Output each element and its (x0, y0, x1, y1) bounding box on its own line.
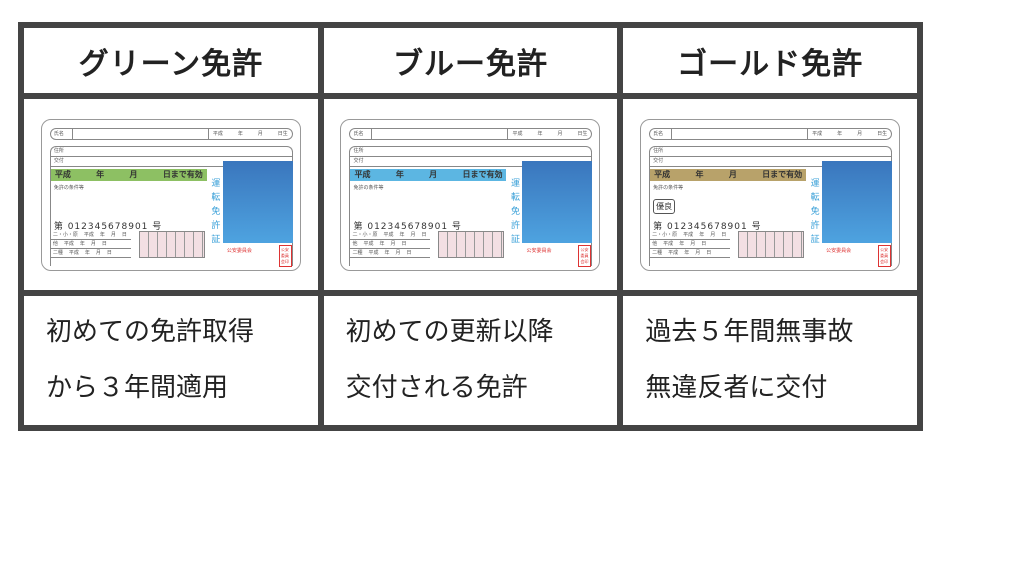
validity-band: 平成年月日まで有効 (50, 168, 207, 181)
license-card-cell: 氏名平成年月日生 住所 交付 平成年月日まで有効 免許の条件等 第 012345… (18, 93, 324, 296)
license-card-cell: 氏名平成年月日生 住所 交付 平成年月日まで有効 免許の条件等 優良 第 012… (617, 93, 923, 296)
column-header: ゴールド免許 (617, 22, 923, 99)
description-cell: 初めての免許取得から３年間適用 (18, 290, 324, 431)
photo-placeholder (822, 160, 893, 243)
description-line: 交付される免許 (345, 373, 528, 403)
validity-band: 平成年月日まで有効 (650, 168, 807, 181)
description-line: 無違反者に交付 (645, 373, 828, 403)
license-card-cell: 氏名平成年月日生 住所 交付 平成年月日まで有効 免許の条件等 第 012345… (317, 93, 624, 296)
column-header: グリーン免許 (18, 22, 324, 99)
description-cell: 過去５年間無事故無違反者に交付 (617, 290, 923, 431)
description-line: 過去５年間無事故 (645, 317, 854, 347)
yuryo-badge: 優良 (653, 198, 676, 214)
column-header: ブルー免許 (317, 22, 624, 99)
license-card-illustration: 氏名平成年月日生 住所 交付 平成年月日まで有効 免許の条件等 第 012345… (40, 118, 301, 271)
description-line: 初めての更新以降 (345, 317, 554, 347)
description-line: から３年間適用 (46, 373, 229, 403)
validity-band: 平成年月日まで有効 (350, 168, 507, 181)
license-comparison-table: グリーン免許ブルー免許ゴールド免許 氏名平成年月日生 住所 交付 平成年月日まで… (18, 22, 923, 431)
description-line: 初めての免許取得 (46, 317, 255, 347)
description-cell: 初めての更新以降交付される免許 (317, 290, 624, 431)
photo-placeholder (222, 160, 293, 243)
license-card-illustration: 氏名平成年月日生 住所 交付 平成年月日まで有効 免許の条件等 第 012345… (340, 118, 601, 271)
photo-placeholder (522, 160, 593, 243)
license-card-illustration: 氏名平成年月日生 住所 交付 平成年月日まで有効 免許の条件等 優良 第 012… (640, 118, 901, 271)
